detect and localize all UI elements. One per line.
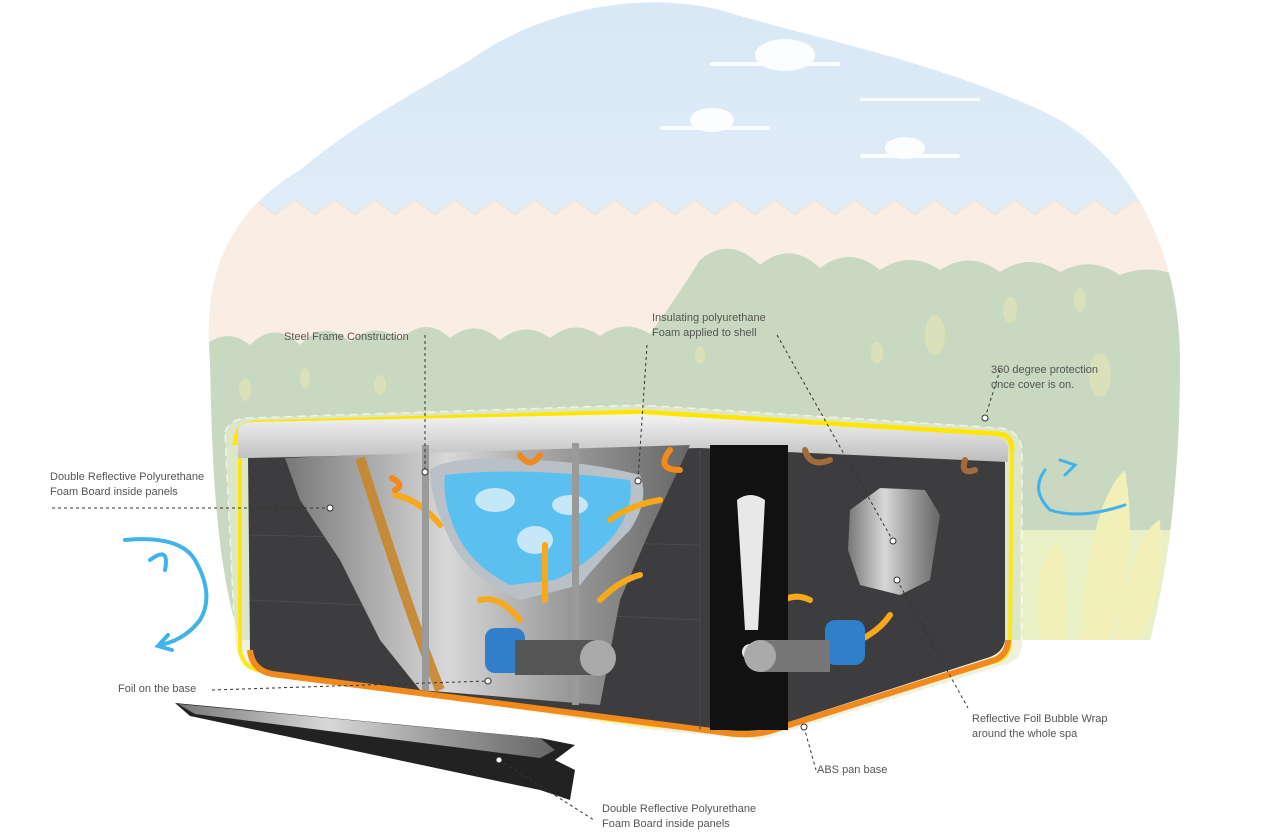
label-foam-board-panels: Double Reflective Polyurethane Foam Boar… [50,470,204,500]
label-line: around the whole spa [972,728,1078,740]
label-line: once cover is on. [991,379,1075,391]
label-line: 360 degree protection [991,364,1099,376]
label-bubble-wrap: Reflective Foil Bubble Wrap around the w… [972,712,1108,742]
cover-yellow-outline [232,409,1015,451]
label-abs-base: ABS pan base [817,764,888,776]
label-line: Double Reflective Polyurethane [602,803,757,815]
label-line: Reflective Foil Bubble Wrap [972,713,1108,725]
label-line: Foam Board inside panels [50,486,178,498]
leader-dots [326,414,989,764]
leader-lines [52,334,1001,821]
label-360-protection: 360 degree protection once cover is on. [991,363,1098,393]
grass-plants [1020,470,1181,640]
rotation-arrow-right [1037,458,1127,516]
steel-frame [422,443,579,705]
foam-board-base [175,703,575,800]
label-steel-frame: Steel Frame Construction [284,331,409,343]
label-line: Double Reflective Polyurethane [50,471,205,483]
label-foam-board-bottom: Double Reflective Polyurethane Foam Boar… [602,802,756,832]
pump-right [744,620,865,672]
rotation-arrow-left [123,537,209,652]
label-insulating-foam: Insulating polyurethane Foam applied to … [652,311,766,341]
abs-pan-base [247,639,1011,738]
clouds [660,39,980,159]
label-line: Foam Board inside panels [602,818,730,830]
label-line: Foam applied to shell [652,327,757,339]
label-foil-base: Foil on the base [118,683,197,695]
pump-left [485,628,616,676]
spa-cover [238,414,1008,462]
label-line: Insulating polyurethane [652,312,766,324]
light-panel [737,495,765,630]
